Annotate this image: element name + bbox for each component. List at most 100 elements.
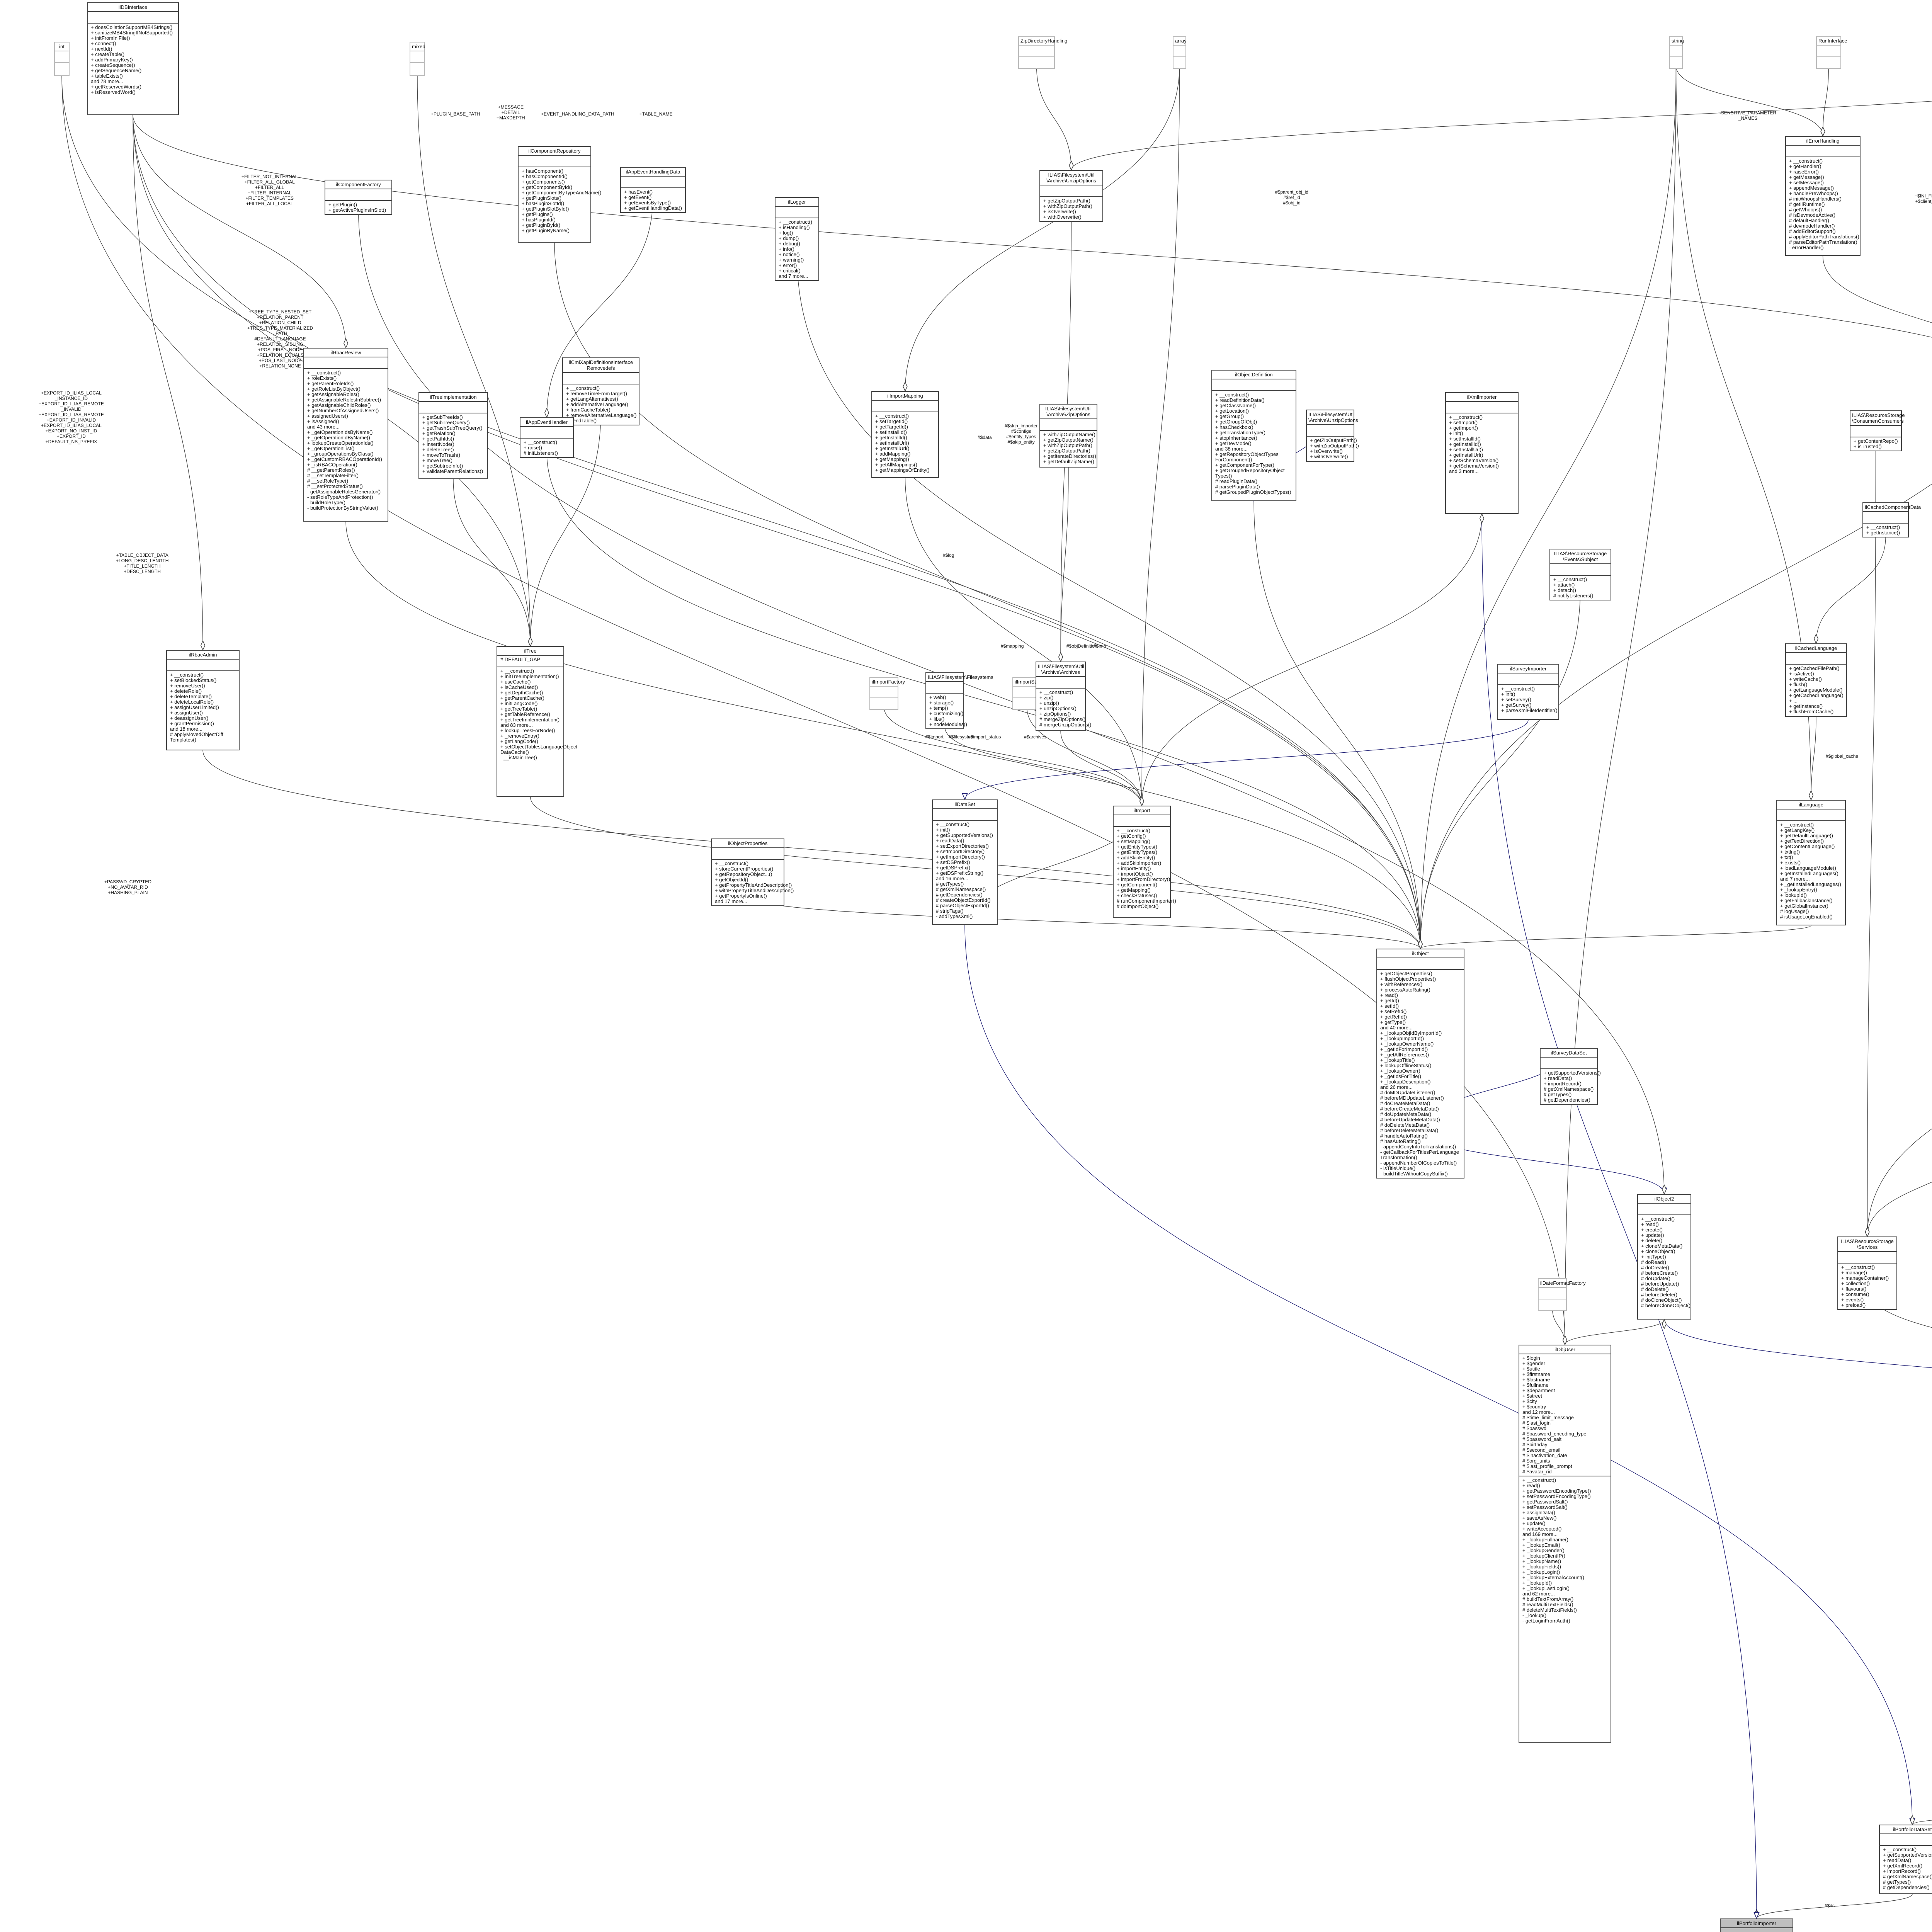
operation-row: # doCreateMetaData() <box>1380 1100 1430 1106</box>
class-node-objdef[interactable]: ilObjectDefinition + __construct()+ read… <box>1211 370 1296 501</box>
attribute-row: + $firstname <box>1522 1371 1550 1377</box>
class-node-evhandling[interactable]: ilAppEventHandlingData + hasEvent()+ get… <box>620 167 686 213</box>
class-node-unzipopt2[interactable]: ILIAS\Filesystem\Util \Archive\UnzipOpti… <box>1306 410 1359 462</box>
operation-row: + setInstallUrl() <box>875 440 909 446</box>
class-attributes <box>1212 379 1296 391</box>
class-node-rsservices[interactable]: ILIAS\ResourceStorage \Services + __cons… <box>1837 1236 1897 1310</box>
class-node-appevent[interactable]: ilAppEventHandler + __construct()+ raise… <box>520 417 574 458</box>
class-node-string[interactable]: string <box>1669 36 1684 69</box>
class-node-ildb[interactable]: ilDBInterface + doesCollationSupportMB4S… <box>87 2 179 115</box>
operation-row: + getPasswordSalt() <box>1522 1499 1568 1505</box>
class-node-arczipopt[interactable]: ILIAS\Filesystem\Util \Archive\ZipOption… <box>1039 404 1097 468</box>
class-node-treeimpl[interactable]: ilTreeImplementation + getSubTreeIds()+ … <box>418 392 488 479</box>
operation-row: + zip() <box>1039 695 1054 701</box>
operation-row: # beforeUpdateMetaData() <box>1380 1117 1440 1122</box>
operation-row: + deleteTemplate() <box>170 694 212 699</box>
class-node-ilrbacadmin[interactable]: ilRbacAdmin + __construct()+ setBlockedS… <box>166 650 240 750</box>
operation-row: + readData() <box>1544 1075 1572 1081</box>
class-node-iltree[interactable]: ilTree # DEFAULT_GAP + __construct()+ in… <box>497 646 577 797</box>
class-node-ilcache[interactable]: ilCachedComponentData + __construct()+ g… <box>1862 502 1921 537</box>
operation-row: + getZipOutputPath() <box>1043 448 1090 454</box>
operation-row: + isTrusted() <box>1854 444 1882 449</box>
operation-row: + getClassName() <box>1215 403 1256 408</box>
class-node-ilimport[interactable]: ilImport + __construct()+ getConfig()+ s… <box>1113 806 1176 918</box>
class-attributes <box>304 357 388 369</box>
operation-row: # __setRoleType() <box>307 478 349 484</box>
attribute-row: # $time_limit_message <box>1522 1415 1574 1420</box>
operation-row: + error() <box>779 262 797 268</box>
class-node-portfolioimporter[interactable]: ilPortfolioImporter + init()+ importXmlR… <box>1720 1918 1793 1932</box>
class-node-int[interactable]: int <box>54 42 70 76</box>
class-attributes <box>1013 687 1041 698</box>
operation-row: + importRecord() <box>1544 1081 1582 1087</box>
class-node-ilobject[interactable]: ilObject + getObjectProperties()+ flushO… <box>1376 949 1464 1179</box>
class-node-zipdir[interactable]: ZipDirectoryHandling <box>1018 36 1067 69</box>
class-operations: + __construct()+ getConfig()+ setMapping… <box>1114 827 1176 910</box>
operation-row: + insertNode() <box>422 441 454 447</box>
operation-row: + getInstance() <box>1866 530 1900 536</box>
operation-row: + __construct() <box>1883 1847 1917 1852</box>
class-name: ilDataSet <box>933 800 997 809</box>
class-attributes <box>926 682 963 694</box>
class-node-array[interactable]: array <box>1173 36 1187 69</box>
operation-row: + getGroup() <box>1215 413 1244 419</box>
class-operations <box>1817 57 1840 68</box>
operation-row: + _lookupFields() <box>1522 1564 1561 1570</box>
operation-row: + __construct() <box>1449 414 1483 420</box>
operation-row: + __construct() <box>1780 822 1814 828</box>
class-node-dateformat[interactable]: ilDateFormatFactory <box>1538 1278 1586 1311</box>
operation-row: + getRefId() <box>1380 1014 1407 1020</box>
class-node-rsubject[interactable]: ILIAS\ResourceStorage \Events\Subject + … <box>1549 549 1611 600</box>
operation-row: + getDevMode() <box>1215 440 1252 446</box>
operation-row: + setDSPrefix() <box>936 859 970 865</box>
aggregation-edge <box>531 411 601 646</box>
operation-row: + getRepositoryObject...() <box>715 871 772 877</box>
class-node-arcunzip[interactable]: ILIAS\Filesystem\Util \Archive\UnzipOpti… <box>1039 170 1103 222</box>
class-node-consumerif[interactable]: ILIAS\ResourceStorage \Consumer\Consumer… <box>1850 410 1905 451</box>
operation-row: + getMessage() <box>1789 174 1824 180</box>
class-node-archives[interactable]: ILIAS\Filesystem\Util \Archive\Archives … <box>1036 662 1091 731</box>
class-attributes <box>419 402 487 413</box>
class-node-ilobjuser[interactable]: ilObjUser + $login+ $gender+ $utitle+ $f… <box>1519 1345 1611 1743</box>
operation-row: + _lookupOwnerName() <box>1380 1041 1434 1047</box>
class-node-rbacreview[interactable]: ilRbacReview + __construct()+ roleExists… <box>303 348 388 522</box>
class-node-compfactory[interactable]: ilComponentFactory + getPlugin()+ getAct… <box>325 180 392 215</box>
class-node-complogger[interactable]: ilComponentRepository + hasComponent()+ … <box>518 146 601 243</box>
operation-row: + _isRBACOperation() <box>307 462 357 468</box>
operation-row: - _lookup() <box>1522 1612 1547 1618</box>
class-node-surveyimporter[interactable]: ilSurveyImporter + __construct()+ init()… <box>1497 664 1559 720</box>
class-node-ilimporter[interactable]: ilXmlImporter + __construct()+ setImport… <box>1445 392 1519 514</box>
operation-row: # hasAutoRating() <box>1380 1138 1421 1144</box>
class-node-langobj[interactable]: ilLanguage + __construct()+ getLangKey()… <box>1776 800 1846 925</box>
operation-row: and 3 more... <box>1449 468 1479 474</box>
operation-row: + writeAccepted() <box>1522 1526 1562 1532</box>
operation-row: + assignedUsers() <box>307 413 348 419</box>
class-node-mixed[interactable]: mixed <box>410 42 425 76</box>
class-node-importmapping[interactable]: ilImportMapping + __construct()+ setTarg… <box>871 391 939 478</box>
class-node-dsuserprop[interactable]: ilObjectProperties + __construct()+ stor… <box>711 838 794 906</box>
class-node-ildataset[interactable]: ilDataSet + __construct()+ init()+ getSu… <box>932 799 998 925</box>
class-node-surveysubset[interactable]: ilSurveyDataSet + getSupportedVersions()… <box>1540 1048 1601 1105</box>
edge-label: +TABLE_OBJECT_DATA +LONG_DESC_LENGTH +TI… <box>116 553 169 574</box>
operation-row: + initFromIniFile() <box>91 35 130 41</box>
class-node-runif[interactable]: RunInterface <box>1816 36 1847 69</box>
aggregation-edge <box>1552 1308 1565 1345</box>
aggregation-edge <box>1867 1182 1932 1236</box>
operation-row: # notifyListeners() <box>1553 593 1594 599</box>
class-node-fsys[interactable]: ILIAS\Filesystem\Filesystems + web()+ st… <box>925 672 993 729</box>
class-node-errhandling[interactable]: ilErrorHandling + __construct()+ getHand… <box>1785 136 1861 256</box>
class-node-cachelang[interactable]: ilCachedLanguage + getCachedFilePath()+ … <box>1785 643 1847 717</box>
class-node-logger[interactable]: ilLogger + __construct()+ isHandling()+ … <box>775 197 819 281</box>
edge-label: #$objDefinition <box>1066 643 1097 649</box>
class-node-ilobjdc[interactable]: ilObject2 + __construct()+ read()+ creat… <box>1637 1194 1691 1320</box>
operation-row: and 16 more... <box>936 876 968 881</box>
edge-label: +PASSWD_CRYPTED +NO_AVATAR_RID +HASHING_… <box>104 879 151 895</box>
operation-row: + isActive() <box>1789 671 1814 677</box>
class-node-portfoliodataset[interactable]: ilPortfolioDataSet + __construct()+ getS… <box>1879 1825 1932 1894</box>
attribute-row: + $country <box>1522 1404 1546 1410</box>
operation-row: - addTypesXml() <box>936 913 973 919</box>
operation-row: + __construct() <box>1641 1216 1675 1222</box>
class-node-cmdefs[interactable]: ilCmiXapiDefinitionsInterface Removedefs… <box>562 357 639 425</box>
class-node-importfac[interactable]: ilImportFactory <box>869 677 905 710</box>
